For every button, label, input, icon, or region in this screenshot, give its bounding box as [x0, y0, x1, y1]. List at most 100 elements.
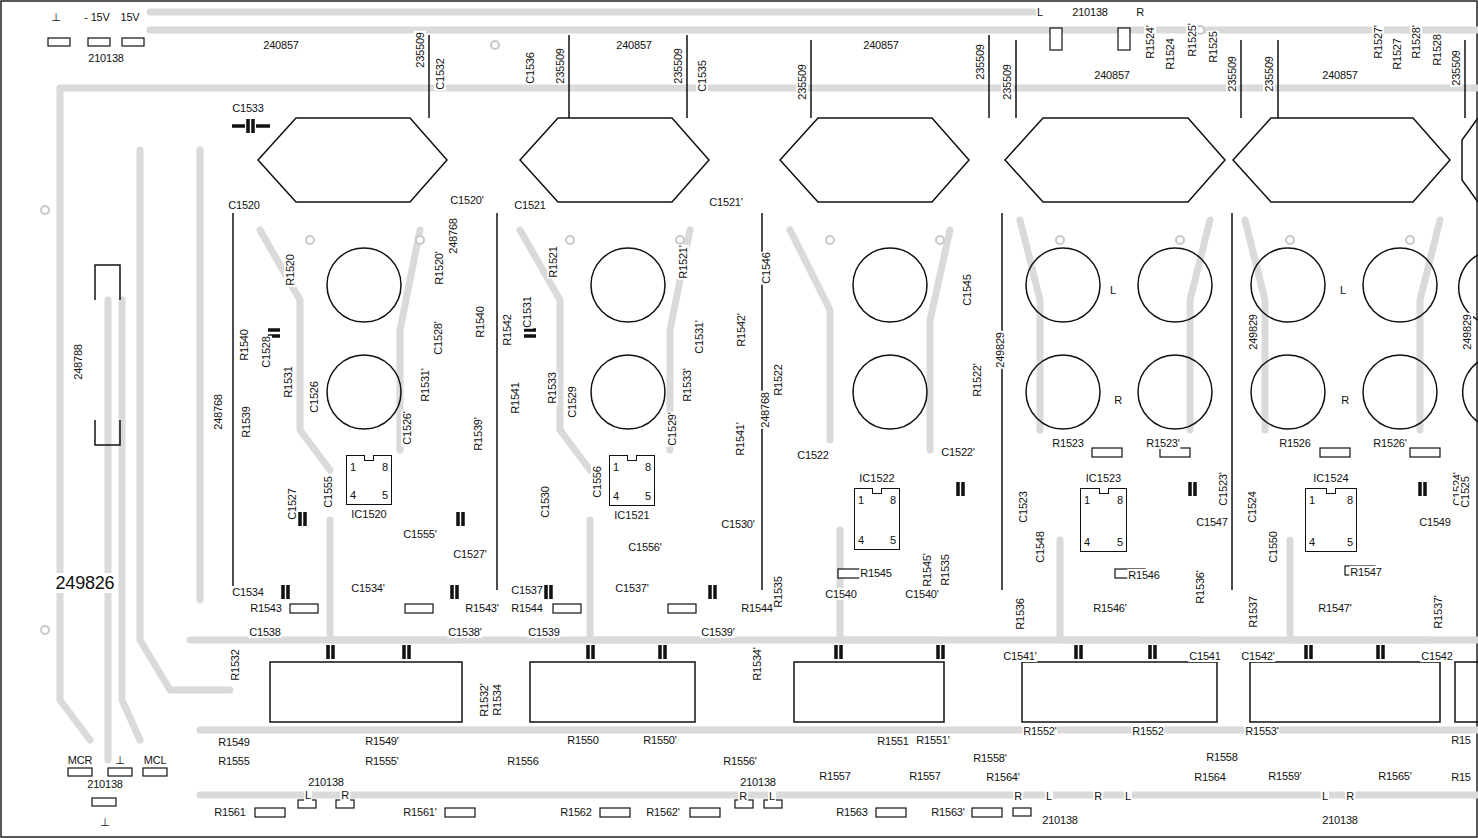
vertical-label: 249829: [1247, 313, 1259, 351]
ic-name: IC1522: [858, 472, 895, 484]
part-label: R1558: [1205, 751, 1238, 763]
part-label: R15: [1450, 734, 1472, 746]
vertical-label: R1522: [772, 363, 784, 396]
part-label: R1547': [1317, 602, 1352, 614]
part-label: C1534: [231, 586, 264, 598]
part-label: C1534': [350, 582, 385, 594]
ic-package: IC15201845: [346, 455, 392, 505]
part-label: 210138: [1321, 814, 1359, 826]
pin-number: 5: [645, 491, 651, 502]
part-label: R15: [1450, 771, 1472, 783]
part-label: R1549': [364, 735, 399, 747]
vertical-label: 235509: [554, 47, 566, 85]
part-label: 240857: [1093, 69, 1131, 81]
part-label: R1552': [1022, 725, 1057, 737]
vertical-label: R1532: [229, 648, 241, 681]
vertical-label: C1531: [521, 295, 533, 328]
vertical-label: R1540: [238, 328, 250, 361]
ic-package: IC15231845: [1080, 488, 1127, 552]
vertical-label: R1528': [1410, 24, 1422, 59]
part-label: R1555': [364, 755, 399, 767]
part-label: C1542': [1240, 650, 1275, 662]
part-label: R: [1340, 394, 1350, 406]
vertical-label: C1527: [286, 487, 298, 520]
vertical-label: R1534': [751, 646, 763, 681]
pin-number: 4: [1309, 537, 1315, 548]
ic-name: IC1524: [1312, 472, 1349, 484]
part-label: R1544: [510, 602, 543, 614]
vertical-label: 235509: [1001, 63, 1013, 101]
part-label: 210138: [307, 776, 345, 788]
vertical-label: C1556: [591, 465, 603, 498]
part-label: - 15V: [83, 11, 110, 23]
vertical-label: 248788: [72, 343, 84, 381]
vertical-label: C1528: [260, 335, 272, 368]
part-label: L: [1036, 6, 1044, 18]
pin-number: 1: [1084, 495, 1090, 506]
part-label: R: [1013, 790, 1023, 802]
part-label: R1562: [559, 806, 592, 818]
part-label: R1563': [930, 806, 965, 818]
part-label: C1530': [720, 518, 755, 530]
vertical-label: C1532: [434, 57, 446, 90]
vertical-label: 248768: [759, 391, 771, 429]
part-label: MCL: [143, 754, 168, 766]
vertical-label: 235509: [1450, 49, 1462, 87]
vertical-label: R1537: [1247, 595, 1259, 628]
part-label: R1564: [1193, 771, 1226, 783]
part-label: C1541: [1188, 650, 1221, 662]
vertical-label: C1528': [432, 320, 444, 355]
vertical-label: R1536: [1014, 597, 1026, 630]
part-label: 15V: [120, 11, 141, 23]
part-label: C1521: [513, 199, 546, 211]
vertical-label: C1526: [308, 380, 320, 413]
part-label: R1557: [908, 770, 941, 782]
vertical-label: R1524: [1164, 37, 1176, 70]
part-label: C1540: [824, 588, 857, 600]
part-label: R1565': [1377, 770, 1412, 782]
pin-number: 1: [350, 462, 356, 473]
part-label: ⊥: [114, 754, 125, 766]
vertical-label: 235509: [974, 43, 986, 81]
part-label: C1542: [1420, 650, 1453, 662]
part-label: C1538': [447, 626, 482, 638]
part-label: C1556': [627, 541, 662, 553]
part-label: 240857: [262, 39, 300, 51]
vertical-label: R1521: [547, 245, 559, 278]
part-label: 210138: [739, 776, 777, 788]
vertical-label: R1535: [939, 553, 951, 586]
vertical-label: C1546: [760, 251, 772, 284]
part-label: L: [1339, 284, 1347, 296]
vertical-label: R1528: [1431, 33, 1443, 66]
part-label: C1521': [708, 196, 743, 208]
part-label: R1557: [818, 770, 851, 782]
pin-number: 4: [350, 490, 356, 501]
pin-number: 1: [858, 495, 864, 506]
part-label: R1564': [985, 771, 1020, 783]
vertical-label: R1534: [491, 683, 503, 716]
vertical-label: R1536': [1194, 569, 1206, 604]
vertical-label: R1521': [677, 244, 689, 279]
vertical-label: R1541': [734, 421, 746, 456]
ic-notch: [872, 488, 882, 494]
part-label: C1520': [449, 194, 484, 206]
vertical-label: C1530: [539, 485, 551, 518]
part-label: L: [1321, 790, 1329, 802]
part-label: C1527': [452, 548, 487, 560]
part-label: 240857: [615, 39, 653, 51]
vertical-label: R1527': [1372, 24, 1384, 59]
vertical-label: C1536: [524, 51, 536, 84]
part-label: R1552: [1131, 725, 1164, 737]
part-label: R1551': [915, 734, 950, 746]
part-label: C1537': [614, 582, 649, 594]
pin-number: 4: [613, 491, 619, 502]
part-label: R1561': [402, 806, 437, 818]
vertical-label: C1526': [401, 410, 413, 445]
vertical-label: C1525: [1459, 475, 1471, 508]
vertical-label: C1524: [1246, 490, 1258, 523]
part-label: C1540': [904, 588, 939, 600]
vertical-label: R1542: [501, 313, 513, 346]
ic-package: IC15211845: [609, 455, 655, 506]
vertical-label: R1525: [1207, 30, 1219, 63]
